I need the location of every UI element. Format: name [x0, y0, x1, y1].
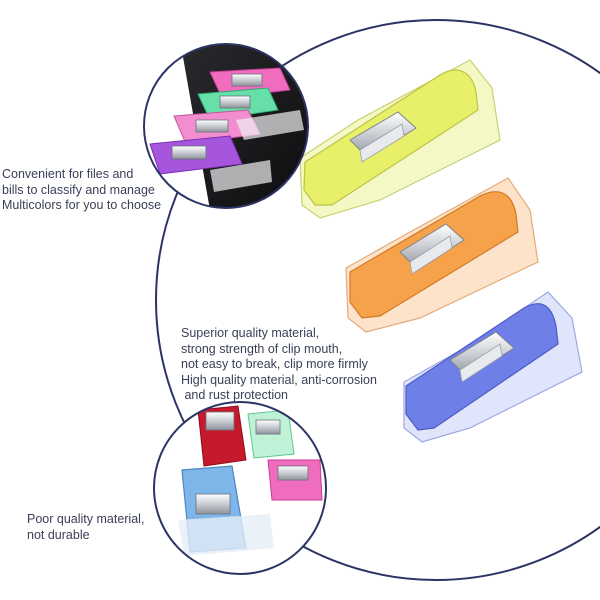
caption-quality: Superior quality material, strong streng… [181, 326, 377, 404]
blue-clip [403, 291, 583, 443]
orange-clip [345, 177, 539, 333]
caption-line: not easy to break, clip more firmly [181, 357, 368, 371]
caption-line: Superior quality material, [181, 326, 320, 340]
caption-poor-quality: Poor quality material, not durable [27, 512, 144, 543]
caption-multicolor: Convenient for files and bills to classi… [2, 167, 161, 214]
caption-line: strong strength of clip mouth, [181, 341, 343, 356]
yellow-clip [299, 59, 501, 219]
caption-line: High quality material, anti-corrosion [181, 372, 377, 387]
multicolor-clips-inset [143, 43, 309, 209]
caption-line: Multicolors for you to choose [2, 198, 162, 212]
poor-quality-clips-inset [153, 401, 327, 575]
large-circle-outline [155, 19, 600, 581]
caption-line: Convenient for files and [2, 167, 134, 181]
caption-line: Poor quality material, [27, 512, 145, 526]
caption-line: not durable [27, 527, 90, 542]
caption-line: and rust protection [181, 388, 289, 402]
caption-line: bills to classify and manage [2, 182, 155, 197]
